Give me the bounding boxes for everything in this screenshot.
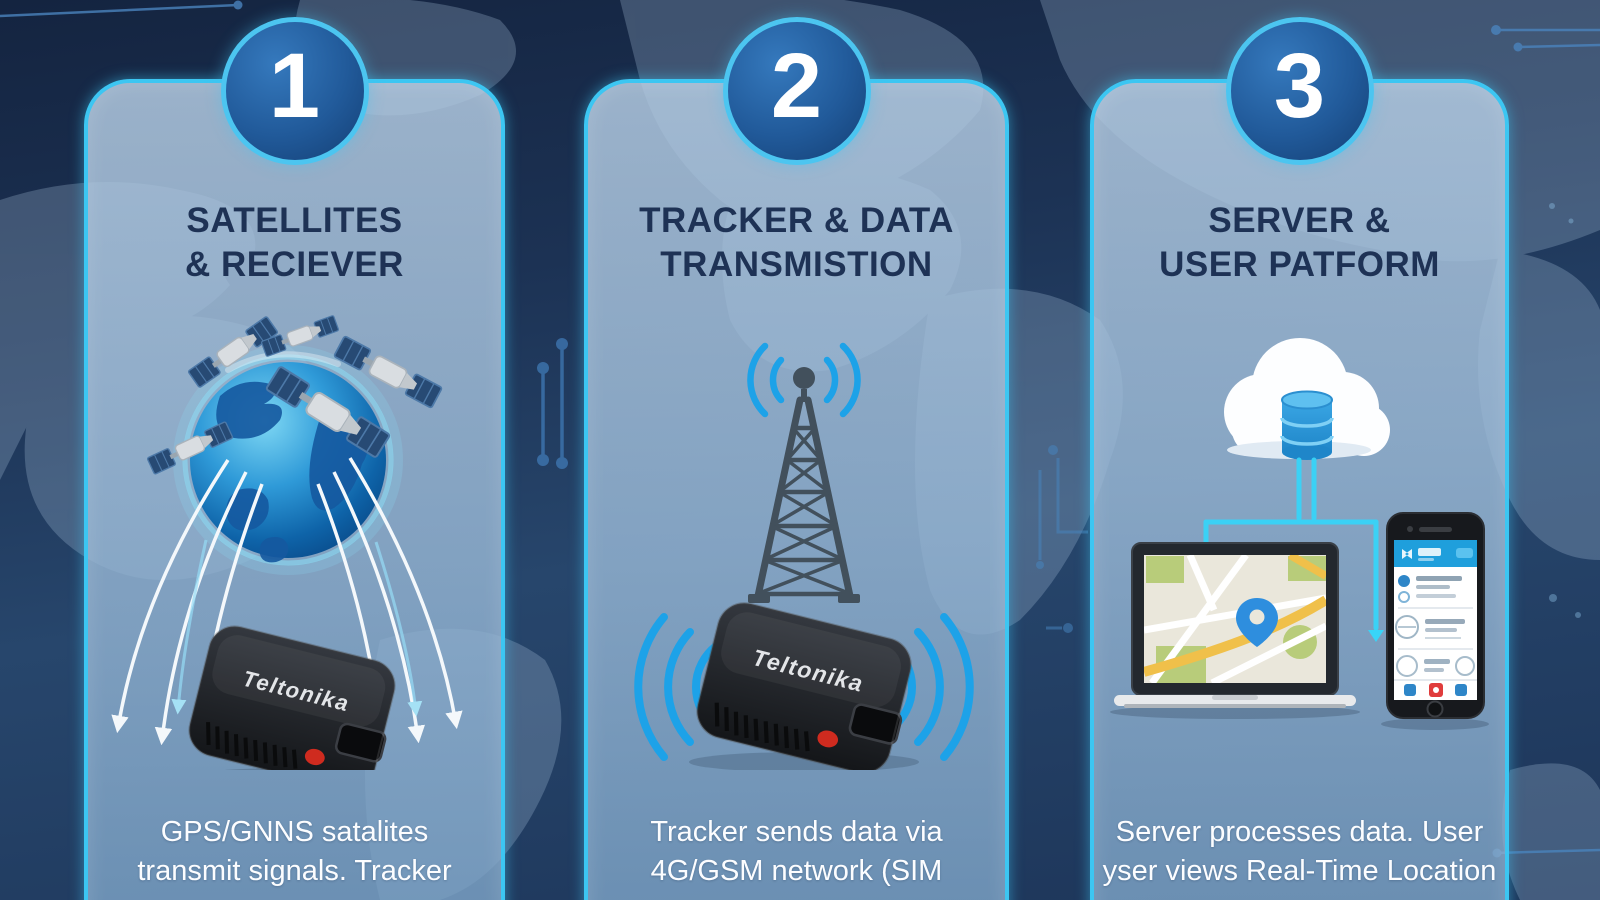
step-caption: Tracker sends data via 4G/GSM network (S…	[650, 816, 943, 888]
step-number: 1	[268, 35, 321, 137]
radio-signal-icon	[747, 342, 861, 418]
circuit-dots-gap-1	[537, 338, 568, 469]
app-list-rows	[1395, 574, 1475, 677]
database-icon	[1280, 390, 1334, 460]
satellites-globe-illustration: Teltonika	[111, 314, 463, 770]
step-panel-satellites: 1 SATELLITES & RECIEVER	[84, 17, 505, 900]
cloud-server-illustration	[1110, 337, 1489, 730]
step-title: TRACKER & DATA TRANSMISTION	[639, 201, 954, 285]
step-panel-server-platform: 3 SERVER & USER PATFORM	[1090, 17, 1509, 900]
gps-tracker-device-icon: Teltonika	[181, 618, 406, 770]
cell-tower-icon	[748, 366, 860, 603]
step-caption: Server processes data. User yser views R…	[1102, 816, 1497, 888]
connector-lines	[1203, 457, 1379, 631]
circuit-dots-gap-2	[1036, 445, 1088, 633]
step-number-badge: 2	[722, 17, 871, 165]
step-title: SERVER & USER PATFORM	[1159, 201, 1440, 285]
step-number-badge: 3	[1225, 17, 1374, 165]
smartphone-app-icon	[1381, 511, 1489, 730]
phone-home-button	[1426, 700, 1444, 718]
step-panel-tracker-transmission: 2 TRACKER & DATA TRANSMISTION	[584, 17, 1009, 900]
location-pin-icon	[1236, 597, 1278, 647]
laptop-icon	[1110, 541, 1360, 719]
gps-tracker-device-icon: Teltonika	[692, 597, 920, 770]
app-header	[1394, 539, 1477, 567]
step-caption: GPS/GNNS satalites transmit signals. Tra…	[137, 816, 452, 888]
step-number: 2	[770, 35, 823, 137]
signal-arrow-icon	[111, 456, 463, 746]
app-bottom-nav	[1394, 678, 1477, 697]
step-number: 3	[1273, 35, 1326, 137]
step-title: SATELLITES & RECIEVER	[185, 201, 404, 285]
signal-arrow-faint-icon	[171, 539, 423, 717]
cell-tower-illustration: Teltonika	[634, 342, 974, 770]
step-number-badge: 1	[220, 17, 369, 165]
